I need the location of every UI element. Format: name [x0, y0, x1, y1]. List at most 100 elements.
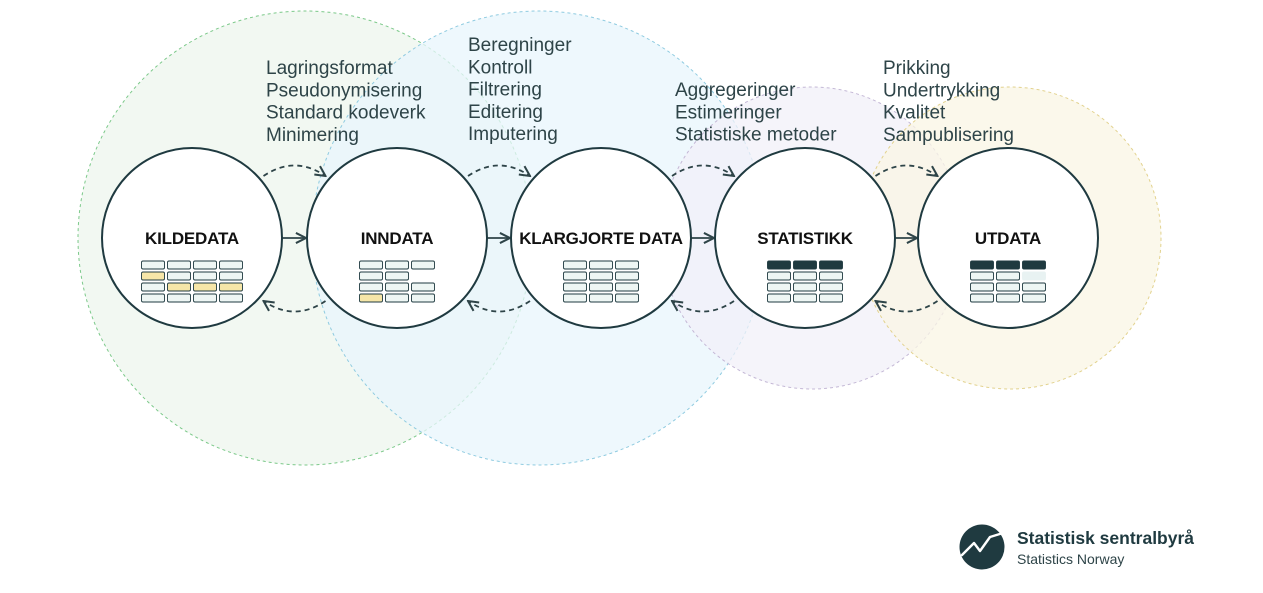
table-cell: [1022, 271, 1046, 281]
table-cell: [1022, 260, 1046, 270]
table-cell: [359, 271, 383, 281]
table-cell: [996, 260, 1020, 270]
process-label: Estimeringer: [675, 102, 782, 123]
table-cell: [385, 260, 409, 270]
process-label: Editering: [468, 102, 543, 123]
process-label: Statistiske metoder: [675, 125, 837, 146]
table-cell: [385, 282, 409, 292]
table-cell: [970, 260, 994, 270]
process-label: Undertrykking: [883, 80, 1000, 101]
process-label: Standard kodeverk: [266, 103, 426, 124]
table-cell: [767, 271, 791, 281]
table-cell: [819, 260, 843, 270]
table-cell: [411, 260, 435, 270]
table-cell: [970, 282, 994, 292]
process-label: Beregninger: [468, 35, 572, 56]
table-cell: [563, 271, 587, 281]
table-cell: [219, 282, 243, 292]
table-cell: [141, 260, 165, 270]
statistikk-node[interactable]: STATISTIKK: [714, 147, 896, 329]
table-cell: [589, 271, 613, 281]
process-label: Minimering: [266, 125, 359, 146]
table-cell: [615, 293, 639, 303]
table-cell: [167, 260, 191, 270]
process-label: Sampublisering: [883, 125, 1014, 146]
table-cell: [996, 271, 1020, 281]
table-cell: [141, 293, 165, 303]
process-label: Pseudonymisering: [266, 80, 422, 101]
table-cell: [793, 293, 817, 303]
table-cell: [589, 293, 613, 303]
table-cell: [615, 271, 639, 281]
table-cell: [793, 260, 817, 270]
table-cell: [411, 282, 435, 292]
stage-circle: [917, 147, 1099, 329]
statistics-table-icon: [767, 260, 843, 303]
table-cell: [970, 293, 994, 303]
table-cell: [589, 260, 613, 270]
process-label: Aggregeringer: [675, 80, 796, 101]
table-cell: [167, 282, 191, 292]
prepared-table-icon: [563, 260, 639, 303]
kildedata-node[interactable]: KILDEDATA: [101, 147, 283, 329]
table-cell: [996, 282, 1020, 292]
stage-circle: [306, 147, 488, 329]
process-label: Imputering: [468, 124, 558, 145]
table-cell: [167, 271, 191, 281]
logo-name: Statistisk sentralbyrå: [1017, 528, 1194, 548]
klargjorte-data-node[interactable]: KLARGJORTE DATA: [510, 147, 692, 329]
table-cell: [767, 293, 791, 303]
output-table-icon: [970, 260, 1046, 303]
ssb-logo[interactable]: Statistisk sentralbyrå Statistics Norway: [959, 524, 1195, 570]
table-cell: [819, 293, 843, 303]
table-cell: [767, 260, 791, 270]
table-cell: [970, 271, 994, 281]
table-cell: [141, 282, 165, 292]
table-cell: [219, 271, 243, 281]
connectors: [264, 164, 938, 313]
process-label: Prikking: [883, 58, 951, 79]
table-cell: [793, 271, 817, 281]
table-cell: [219, 293, 243, 303]
table-cell: [767, 282, 791, 292]
input-table-icon: [359, 260, 435, 303]
ssb-logo-icon: [959, 524, 1005, 570]
table-cell: [359, 293, 383, 303]
table-cell: [193, 282, 217, 292]
stage-title: UTDATA: [975, 229, 1041, 248]
table-cell: [141, 271, 165, 281]
stage-title: KLARGJORTE DATA: [519, 229, 683, 248]
table-cell: [359, 282, 383, 292]
table-cell: [359, 260, 383, 270]
inndata-node[interactable]: INNDATA: [306, 147, 488, 329]
table-cell: [563, 293, 587, 303]
table-cell: [996, 293, 1020, 303]
utdata-node[interactable]: UTDATA: [917, 147, 1099, 329]
table-cell: [563, 282, 587, 292]
stage-circle: [510, 147, 692, 329]
table-cell: [193, 293, 217, 303]
utdata-process-labels: PrikkingUndertrykkingKvalitetSampubliser…: [883, 58, 1014, 146]
source-table-icon: [141, 260, 243, 303]
table-cell: [193, 271, 217, 281]
table-cell: [411, 293, 435, 303]
logo-subtitle: Statistics Norway: [1017, 551, 1124, 567]
klargjorte-process-labels: BeregningerKontrollFiltreringEditeringIm…: [468, 35, 572, 145]
process-label: Kontroll: [468, 57, 532, 78]
table-cell: [819, 282, 843, 292]
process-label: Lagringsformat: [266, 58, 393, 79]
table-cell: [793, 282, 817, 292]
process-label: Filtrering: [468, 80, 542, 101]
table-cell: [1022, 293, 1046, 303]
table-cell: [219, 260, 243, 270]
table-cell: [193, 260, 217, 270]
stage-title: STATISTIKK: [757, 229, 854, 248]
process-label: Kvalitet: [883, 103, 946, 124]
table-cell: [589, 282, 613, 292]
table-cell: [385, 271, 409, 281]
table-cell: [385, 293, 409, 303]
